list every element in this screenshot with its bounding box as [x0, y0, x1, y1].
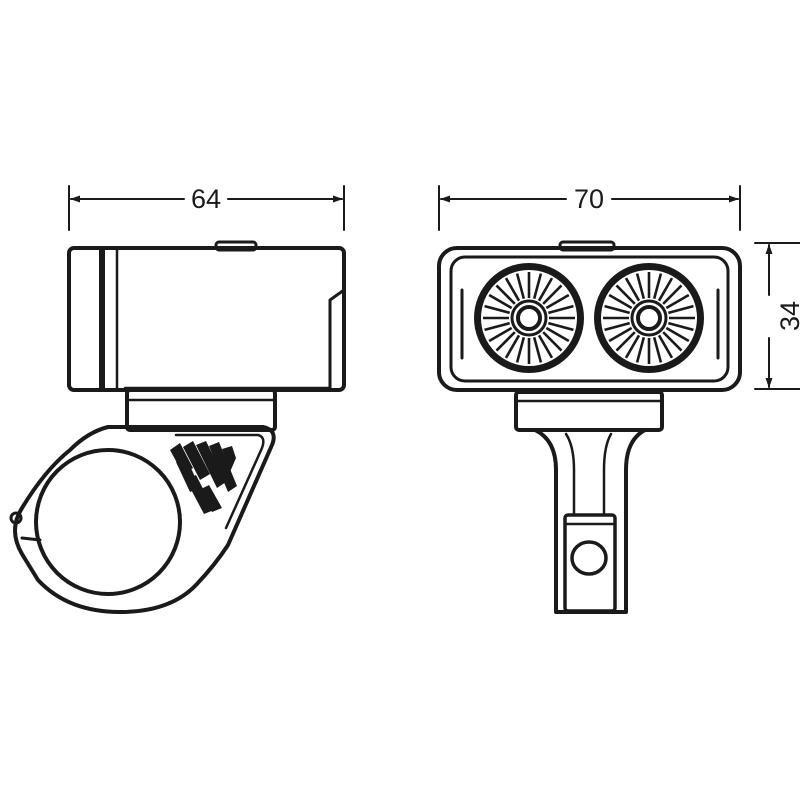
reflector-rib — [484, 321, 511, 332]
handlebar-clamp — [9, 425, 276, 614]
clamp-inner-rib — [174, 433, 265, 530]
rear-chamfer — [328, 288, 346, 390]
clamp-bolt-hole — [570, 540, 608, 576]
front-width-label: 70 — [574, 184, 604, 214]
reflector-rib — [624, 277, 641, 302]
reflector-rib — [635, 273, 646, 300]
front-bezel-line — [99, 250, 105, 388]
reflector-rib — [662, 331, 683, 352]
handlebar-opening — [34, 448, 182, 596]
reflector-rib — [495, 331, 516, 352]
reflector-rib — [488, 293, 513, 310]
front-height-label: 34 — [775, 301, 800, 331]
reflector-rib — [542, 284, 563, 305]
housing-body — [67, 246, 346, 392]
reflector-rib — [537, 277, 554, 302]
reflector-rib — [545, 326, 570, 343]
reflector-rib — [515, 273, 526, 300]
reflector-rib — [657, 277, 674, 302]
reflector-rib — [515, 336, 526, 363]
housing-inner — [449, 255, 730, 383]
lamp-housing-side — [67, 240, 346, 392]
led-left — [474, 263, 584, 373]
reflector-rib — [488, 326, 513, 343]
reflector-rib — [635, 336, 646, 363]
led-left-chip — [516, 305, 542, 331]
reflector-rib — [615, 331, 636, 352]
reflector-rib — [532, 273, 543, 300]
front-height-dimension: 34 — [754, 242, 800, 390]
mount-collar-front — [514, 390, 664, 432]
reflector-rib — [652, 336, 663, 363]
stem-inner-right — [602, 432, 613, 517]
reflector-rib — [547, 304, 574, 315]
reflector-rib — [624, 334, 641, 359]
stem-inner-left — [564, 432, 576, 517]
front-width-dimension: 70 — [438, 184, 741, 231]
clamp-screw-hole — [9, 511, 23, 525]
reflector-rib — [545, 293, 570, 310]
reflector-rib — [608, 326, 633, 343]
mount-collar — [125, 388, 277, 432]
led-right-chip — [636, 305, 662, 331]
reflector-rib — [667, 304, 694, 315]
clamp-tab — [563, 513, 617, 613]
reflector-rib — [615, 284, 636, 305]
reflector-rib — [667, 321, 694, 332]
vent-slots — [170, 441, 237, 514]
side-width-dimension: 64 — [68, 184, 345, 231]
mount-front — [514, 390, 664, 614]
clamp-stem — [533, 428, 647, 614]
side-width-label: 64 — [191, 184, 221, 214]
reflector-rib — [662, 284, 683, 305]
reflector-rib — [608, 293, 633, 310]
reflector-rib — [484, 304, 511, 315]
reflector-rib — [504, 334, 521, 359]
reflector-rib — [657, 334, 674, 359]
front-view: 70 34 — [437, 184, 800, 614]
reflector-rib — [542, 331, 563, 352]
clamp-outline — [13, 425, 276, 614]
reflector-rib — [665, 293, 690, 310]
side-view: 64 — [9, 184, 346, 614]
reflector-rib — [532, 336, 543, 363]
reflector-rib — [604, 321, 631, 332]
reflector-rib — [547, 321, 574, 332]
led-left-ribs — [483, 272, 575, 364]
reflector-rib — [504, 277, 521, 302]
reflector-rib — [652, 273, 663, 300]
reflector-rib — [604, 304, 631, 315]
reflector-rib — [495, 284, 516, 305]
mount-base-side — [125, 388, 277, 432]
reflector-rib — [665, 326, 690, 343]
led-right-ribs — [603, 272, 695, 364]
clamp-split-line — [20, 536, 42, 542]
reflector-rib — [537, 334, 554, 359]
led-right — [594, 263, 704, 373]
